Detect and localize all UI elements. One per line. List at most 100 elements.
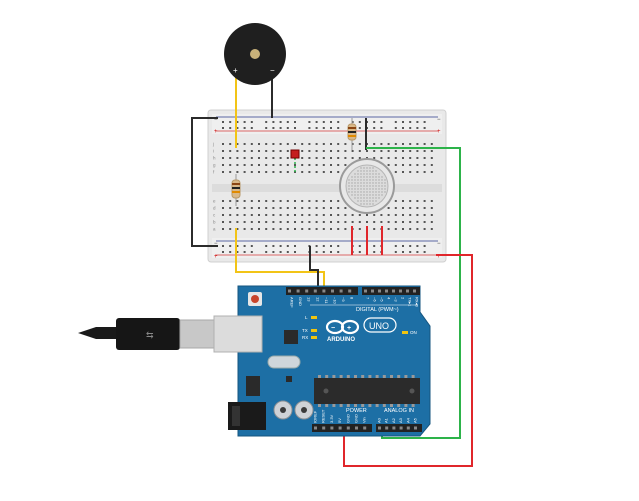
terminal-hole[interactable] [380, 150, 383, 152]
terminal-hole[interactable] [315, 143, 318, 145]
rail-hole[interactable] [222, 251, 224, 253]
terminal-hole[interactable] [301, 157, 304, 159]
header-pin[interactable] [348, 289, 352, 293]
terminal-hole[interactable] [330, 228, 332, 230]
resistor-top[interactable] [347, 118, 357, 150]
rail-hole[interactable] [272, 127, 275, 129]
header-pin[interactable] [314, 426, 317, 430]
header-pin[interactable] [385, 426, 389, 430]
rail-hole[interactable] [236, 251, 239, 253]
rail-hole[interactable] [394, 127, 397, 129]
terminal-hole[interactable] [416, 214, 419, 216]
terminal-hole[interactable] [229, 143, 232, 145]
terminal-hole[interactable] [308, 207, 311, 209]
rail-hole[interactable] [229, 127, 232, 129]
terminal-hole[interactable] [409, 171, 412, 173]
terminal-hole[interactable] [236, 207, 239, 209]
rail-hole[interactable] [423, 127, 426, 129]
terminal-hole[interactable] [344, 214, 347, 216]
terminal-hole[interactable] [402, 164, 404, 166]
terminal-hole[interactable] [430, 143, 433, 145]
rail-hole[interactable] [265, 127, 268, 129]
piezo-buzzer[interactable]: + − [224, 23, 286, 85]
terminal-hole[interactable] [301, 171, 304, 173]
terminal-hole[interactable] [387, 214, 390, 216]
terminal-hole[interactable] [265, 157, 268, 159]
terminal-hole[interactable] [322, 143, 325, 145]
terminal-hole[interactable] [337, 221, 340, 223]
rail-hole[interactable] [272, 245, 275, 247]
terminal-hole[interactable] [322, 207, 325, 209]
terminal-hole[interactable] [301, 214, 304, 216]
rail-hole[interactable] [243, 127, 246, 129]
header-pin[interactable] [413, 289, 416, 293]
rail-hole[interactable] [373, 121, 376, 123]
rail-hole[interactable] [229, 121, 232, 123]
terminal-hole[interactable] [416, 221, 419, 223]
terminal-hole[interactable] [330, 200, 332, 202]
terminal-hole[interactable] [250, 228, 253, 230]
terminal-hole[interactable] [430, 200, 433, 202]
terminal-hole[interactable] [387, 228, 390, 230]
rail-hole[interactable] [337, 251, 340, 253]
rail-hole[interactable] [315, 127, 318, 129]
rail-hole[interactable] [416, 127, 419, 129]
terminal-hole[interactable] [394, 200, 397, 202]
terminal-hole[interactable] [222, 214, 224, 216]
terminal-hole[interactable] [308, 150, 311, 152]
terminal-hole[interactable] [330, 164, 332, 166]
terminal-hole[interactable] [250, 150, 253, 152]
terminal-hole[interactable] [250, 171, 253, 173]
terminal-hole[interactable] [344, 207, 347, 209]
terminal-hole[interactable] [322, 221, 325, 223]
terminal-hole[interactable] [380, 143, 383, 145]
terminal-hole[interactable] [344, 157, 347, 159]
terminal-hole[interactable] [286, 164, 289, 166]
header-pin[interactable] [414, 426, 417, 430]
terminal-hole[interactable] [258, 200, 260, 202]
terminal-hole[interactable] [265, 150, 268, 152]
terminal-hole[interactable] [416, 171, 419, 173]
terminal-hole[interactable] [294, 228, 296, 230]
rail-hole[interactable] [330, 245, 332, 247]
terminal-hole[interactable] [402, 221, 404, 223]
terminal-hole[interactable] [423, 164, 426, 166]
terminal-hole[interactable] [416, 228, 419, 230]
terminal-hole[interactable] [243, 143, 246, 145]
terminal-hole[interactable] [315, 214, 318, 216]
header-pin[interactable] [330, 426, 334, 430]
terminal-hole[interactable] [265, 164, 268, 166]
rail-hole[interactable] [337, 121, 340, 123]
rail-hole[interactable] [330, 121, 332, 123]
terminal-hole[interactable] [301, 143, 304, 145]
terminal-hole[interactable] [430, 207, 433, 209]
terminal-hole[interactable] [272, 200, 275, 202]
terminal-hole[interactable] [315, 171, 318, 173]
terminal-hole[interactable] [344, 228, 347, 230]
header-pin[interactable] [363, 426, 367, 430]
terminal-hole[interactable] [272, 164, 275, 166]
terminal-hole[interactable] [222, 143, 224, 145]
terminal-hole[interactable] [301, 228, 304, 230]
header-pin[interactable] [392, 426, 396, 430]
terminal-hole[interactable] [337, 171, 340, 173]
terminal-hole[interactable] [229, 171, 232, 173]
terminal-hole[interactable] [373, 157, 376, 159]
terminal-hole[interactable] [243, 221, 246, 223]
terminal-hole[interactable] [250, 221, 253, 223]
terminal-hole[interactable] [337, 228, 340, 230]
terminal-hole[interactable] [373, 221, 376, 223]
terminal-hole[interactable] [358, 228, 361, 230]
terminal-hole[interactable] [279, 228, 282, 230]
terminal-hole[interactable] [373, 143, 376, 145]
header-pin[interactable] [364, 289, 367, 293]
terminal-hole[interactable] [402, 143, 404, 145]
terminal-hole[interactable] [243, 150, 246, 152]
terminal-hole[interactable] [279, 214, 282, 216]
terminal-hole[interactable] [402, 171, 404, 173]
terminal-hole[interactable] [322, 171, 325, 173]
terminal-hole[interactable] [308, 200, 311, 202]
terminal-hole[interactable] [286, 157, 289, 159]
rail-hole[interactable] [394, 245, 397, 247]
terminal-hole[interactable] [394, 164, 397, 166]
